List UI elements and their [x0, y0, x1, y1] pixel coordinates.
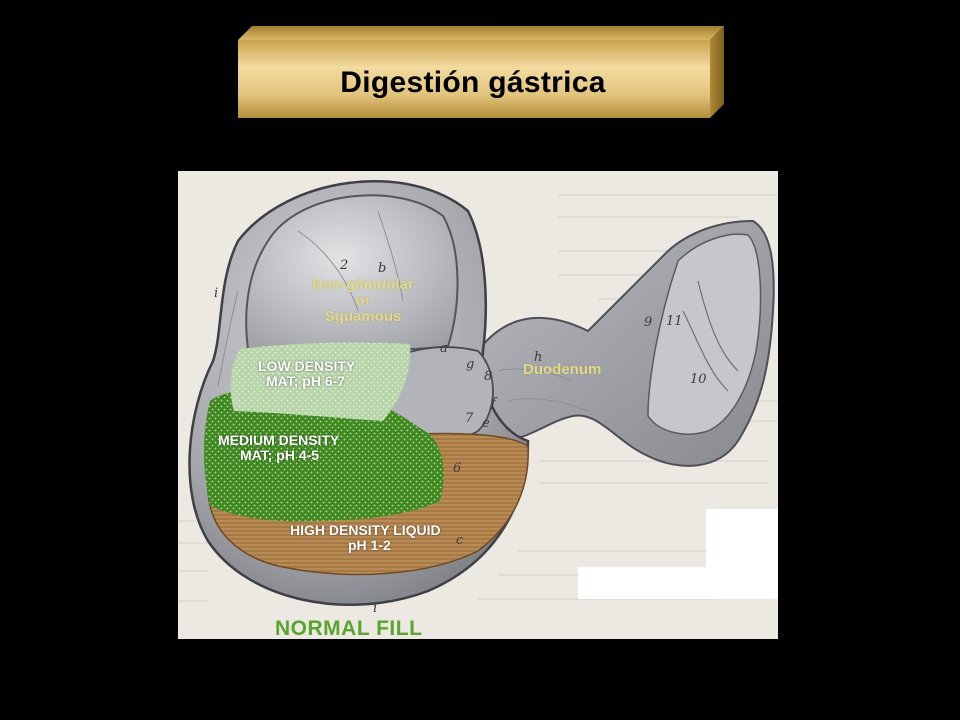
ref-mark: 8: [484, 369, 493, 384]
ref-mark: 7: [465, 411, 474, 426]
ref-mark: 9: [644, 315, 653, 330]
stomach-diagram: 2 b i a g 8 7 e f h 6 c 9 11 10 i Non-gl…: [178, 171, 778, 639]
label-non-glandular: Non-glandular or Squamous: [288, 277, 438, 324]
ref-mark: 6: [453, 461, 462, 476]
label-line: MEDIUM DENSITY: [218, 432, 340, 448]
ref-mark: b: [378, 261, 387, 276]
ref-mark: h: [534, 350, 543, 365]
ref-mark: 11: [666, 314, 683, 329]
label-high-density: HIGH DENSITY LIQUID pH 1-2: [290, 523, 441, 552]
caption-normal-fill: NORMAL FILL: [275, 617, 423, 639]
label-line: LOW DENSITY: [258, 358, 356, 374]
ref-mark: g: [466, 357, 475, 372]
label-duodenum: Duodenum: [523, 361, 602, 378]
label-line: HIGH DENSITY LIQUID: [290, 522, 441, 538]
label-line: MAT; pH 4-5: [240, 446, 320, 463]
ref-mark: f: [491, 396, 496, 411]
label-line: pH 1-2: [348, 536, 391, 553]
page-title: Digestión gástrica: [340, 66, 606, 99]
ref-mark: e: [482, 416, 490, 431]
label-line: MAT; pH 6-7: [266, 372, 346, 389]
label-low-density: LOW DENSITY MAT; pH 6-7: [258, 359, 355, 388]
ref-mark: i: [373, 601, 378, 616]
stomach-illustration: [178, 180, 778, 606]
title-plaque: Digestión gástrica: [238, 26, 724, 118]
ref-mark: a: [440, 341, 448, 356]
ref-mark: 10: [690, 372, 707, 387]
label-medium-density: MEDIUM DENSITY MAT; pH 4-5: [218, 433, 339, 462]
ref-mark: i: [214, 286, 219, 301]
label-line: Squamous: [324, 307, 402, 325]
ref-mark: c: [456, 533, 464, 548]
ref-mark: 2: [340, 258, 349, 273]
plaque-box-shape: [238, 26, 724, 118]
label-line: or: [355, 291, 371, 309]
label-line: Non-glandular: [312, 276, 414, 293]
